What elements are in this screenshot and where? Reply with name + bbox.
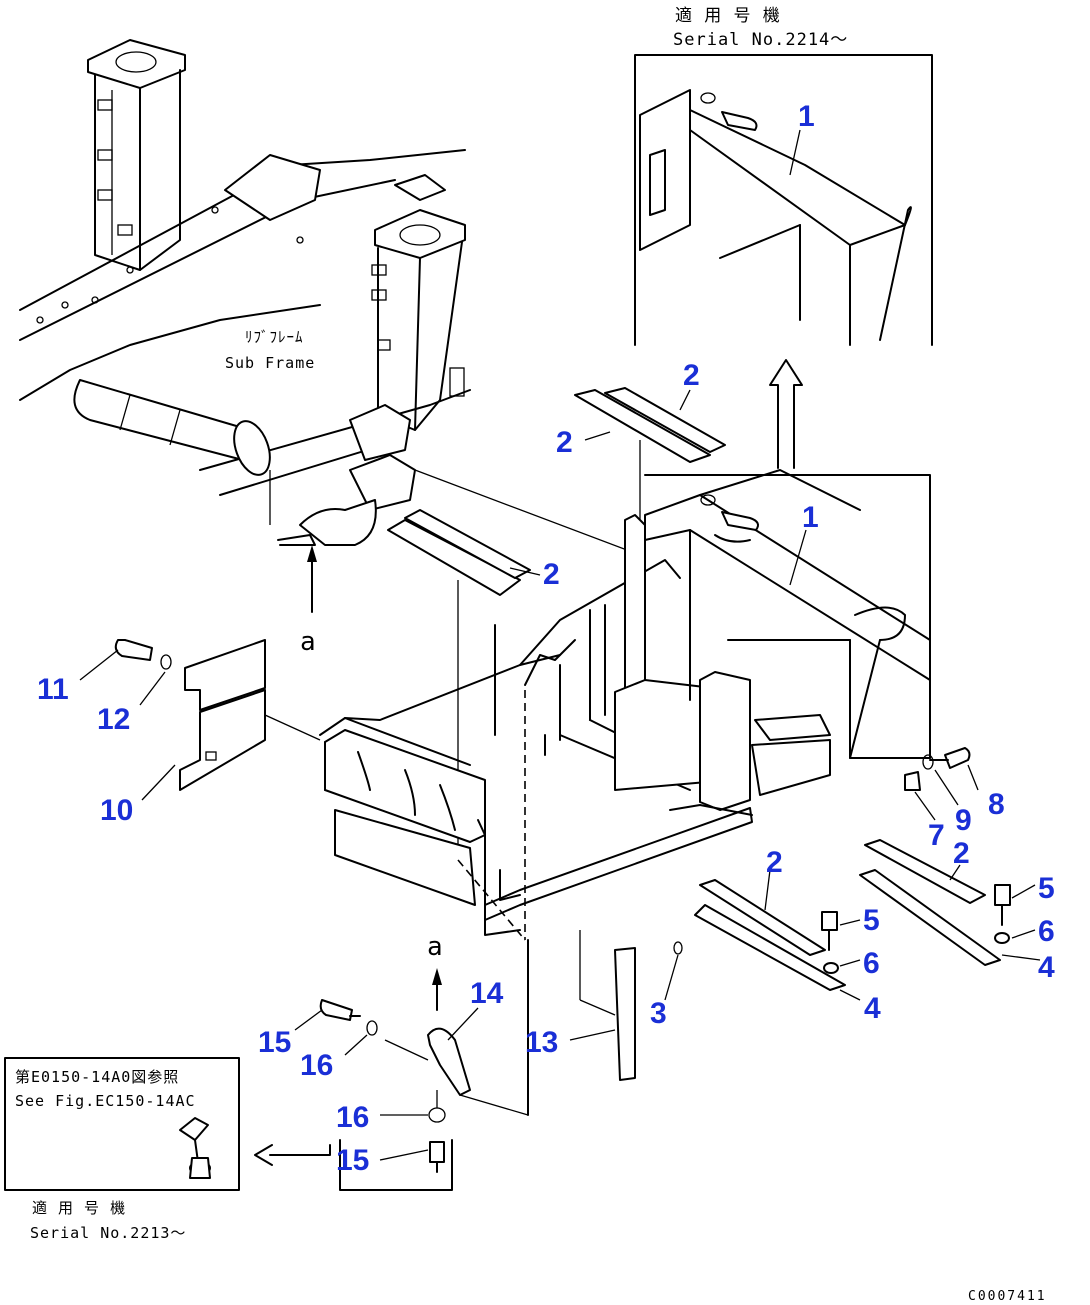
subframe-label-jp: ﾘﾌﾞﾌﾚｰﾑ <box>245 328 304 346</box>
callout-15-upper[interactable]: 15 <box>258 1026 291 1059</box>
callout-4-right[interactable]: 4 <box>1038 951 1055 984</box>
callout-2-upper-right[interactable]: 2 <box>683 359 700 392</box>
plate-strips-upper <box>387 387 726 860</box>
callout-2-middle[interactable]: 2 <box>543 558 560 591</box>
reference-jp: 第E0150-14A0図参照 <box>15 1068 179 1086</box>
up-arrow <box>769 359 803 469</box>
lower-right-parts <box>579 747 1011 1081</box>
callout-6-right[interactable]: 6 <box>1038 915 1055 948</box>
cover-plate-10 <box>179 639 321 791</box>
callout-5-left[interactable]: 5 <box>863 904 880 937</box>
subframe-label-en: Sub Frame <box>225 354 315 372</box>
drawing-code: C0007411 <box>968 1289 1047 1304</box>
callout-16-upper[interactable]: 16 <box>300 1049 333 1082</box>
callout-2-upper-left[interactable]: 2 <box>556 426 573 459</box>
leader-lines <box>79 129 1041 1161</box>
reference-box <box>4 1057 331 1191</box>
bottom-serial-en: Serial No.2213～ <box>30 1224 186 1242</box>
main-frame <box>319 469 931 941</box>
callout-7[interactable]: 7 <box>928 819 945 852</box>
callout-10[interactable]: 10 <box>100 794 133 827</box>
bolt-11 <box>114 639 172 670</box>
callout-13[interactable]: 13 <box>525 1026 558 1059</box>
callout-2-lower-left[interactable]: 2 <box>766 846 783 879</box>
callout-1-top[interactable]: 1 <box>798 100 815 133</box>
callout-6-left[interactable]: 6 <box>863 947 880 980</box>
bottom-serial-jp: 適 用 号 機 <box>32 1199 126 1217</box>
detail-box-serial-2214 <box>634 54 933 346</box>
top-right-serial-jp: 適 用 号 機 <box>675 6 781 26</box>
callout-9[interactable]: 9 <box>955 804 972 837</box>
callout-5-right[interactable]: 5 <box>1038 872 1055 905</box>
callout-12[interactable]: 12 <box>97 703 130 736</box>
sub-frame <box>19 39 641 613</box>
callout-1-main[interactable]: 1 <box>802 501 819 534</box>
bottom-mount-detail <box>319 939 529 1191</box>
callout-15-lower[interactable]: 15 <box>336 1144 369 1177</box>
callout-3[interactable]: 3 <box>650 997 667 1030</box>
callout-11[interactable]: 11 <box>37 673 69 706</box>
top-right-serial-en: Serial No.2214～ <box>673 30 848 50</box>
callout-numbers: 1 1 2 2 2 2 2 3 4 4 5 5 6 6 7 8 9 10 11 … <box>37 100 1055 1177</box>
view-a-label-top: a <box>300 627 316 657</box>
callout-4-left[interactable]: 4 <box>864 992 881 1025</box>
view-a-label-bottom: a <box>427 932 443 962</box>
callout-16-lower[interactable]: 16 <box>336 1101 369 1134</box>
callout-8[interactable]: 8 <box>988 788 1005 821</box>
callout-2-lower-right[interactable]: 2 <box>953 837 970 870</box>
reference-en: See Fig.EC150-14AC <box>15 1092 196 1110</box>
callout-14[interactable]: 14 <box>470 977 504 1010</box>
